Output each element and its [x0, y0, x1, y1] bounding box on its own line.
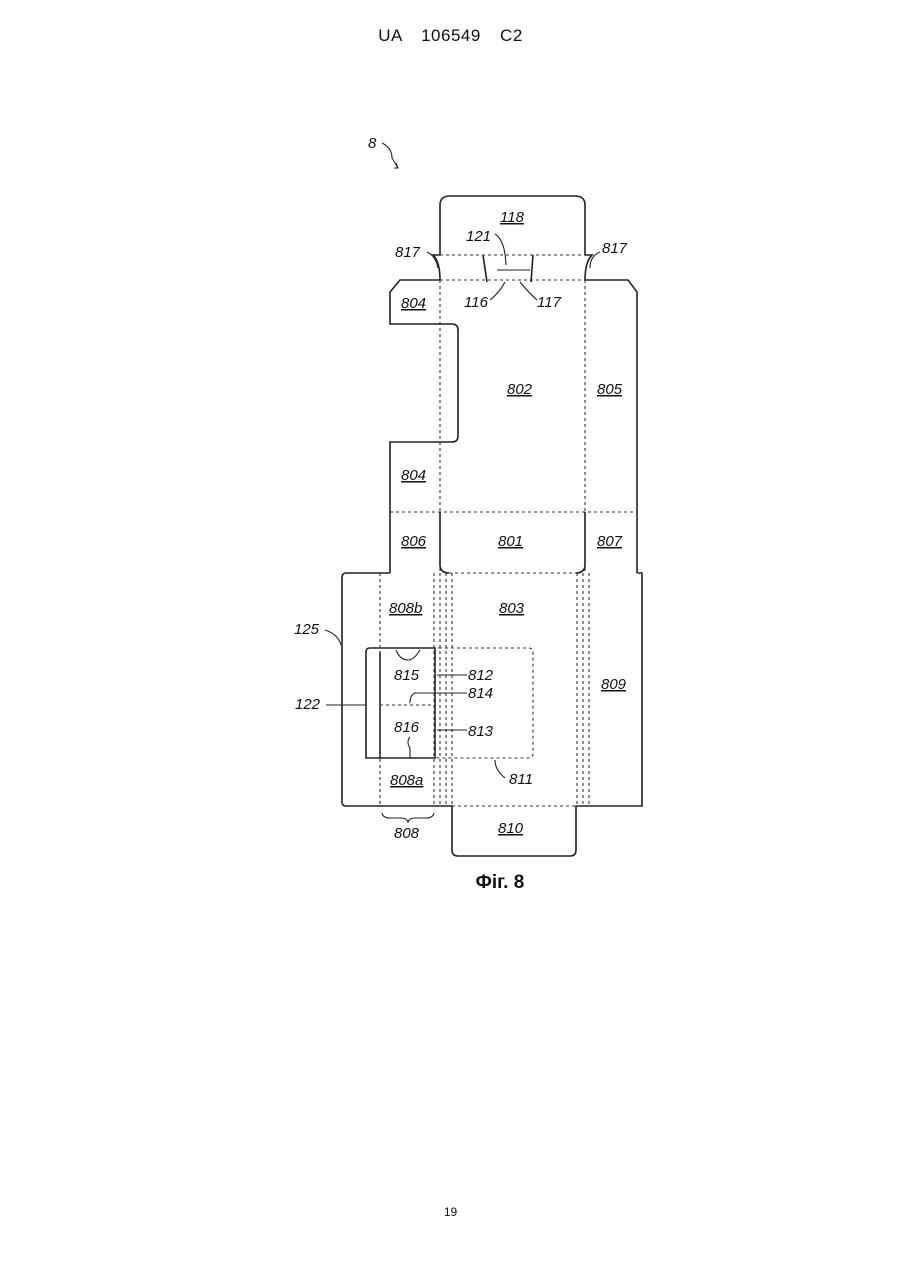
- top-strip-outline: [433, 255, 592, 280]
- bottom-section-outline: [342, 573, 642, 856]
- label-811: 811: [509, 771, 533, 788]
- label-804-top: 804: [401, 295, 426, 312]
- label-125: 125: [294, 621, 320, 638]
- label-121: 121: [466, 228, 491, 245]
- page-number: 19: [0, 1205, 901, 1219]
- figure-caption: Фіг. 8: [440, 872, 560, 894]
- window-122-outline: [366, 648, 435, 758]
- left-flap-outline: [390, 280, 458, 573]
- label-808a: 808a: [390, 772, 423, 789]
- label-814: 814: [468, 685, 493, 702]
- label-817-right: 817: [602, 240, 628, 257]
- label-812: 812: [468, 667, 494, 684]
- label-816: 816: [394, 719, 420, 736]
- label-807: 807: [597, 533, 623, 550]
- label-809: 809: [601, 676, 627, 693]
- label-801: 801: [498, 533, 523, 550]
- blank-outline: [342, 196, 642, 856]
- label-806: 806: [401, 533, 427, 550]
- label-808: 808: [394, 825, 420, 842]
- label-122: 122: [295, 696, 321, 713]
- label-803: 803: [499, 600, 525, 617]
- label-815: 815: [394, 667, 420, 684]
- label-116: 116: [464, 294, 489, 311]
- label-118: 118: [500, 209, 525, 226]
- label-117: 117: [537, 294, 562, 311]
- label-810: 810: [498, 820, 524, 837]
- label-808b: 808b: [389, 600, 422, 617]
- label-804-bottom: 804: [401, 467, 426, 484]
- reference-labels: 8 118 121 817 817 804 116 117 802 805 80…: [294, 135, 628, 842]
- label-813: 813: [468, 723, 494, 740]
- label-817-left: 817: [395, 244, 421, 261]
- label-805: 805: [597, 381, 623, 398]
- label-802: 802: [507, 381, 533, 398]
- right-panel-outline: [585, 280, 637, 573]
- ref-label-8: 8: [368, 135, 377, 152]
